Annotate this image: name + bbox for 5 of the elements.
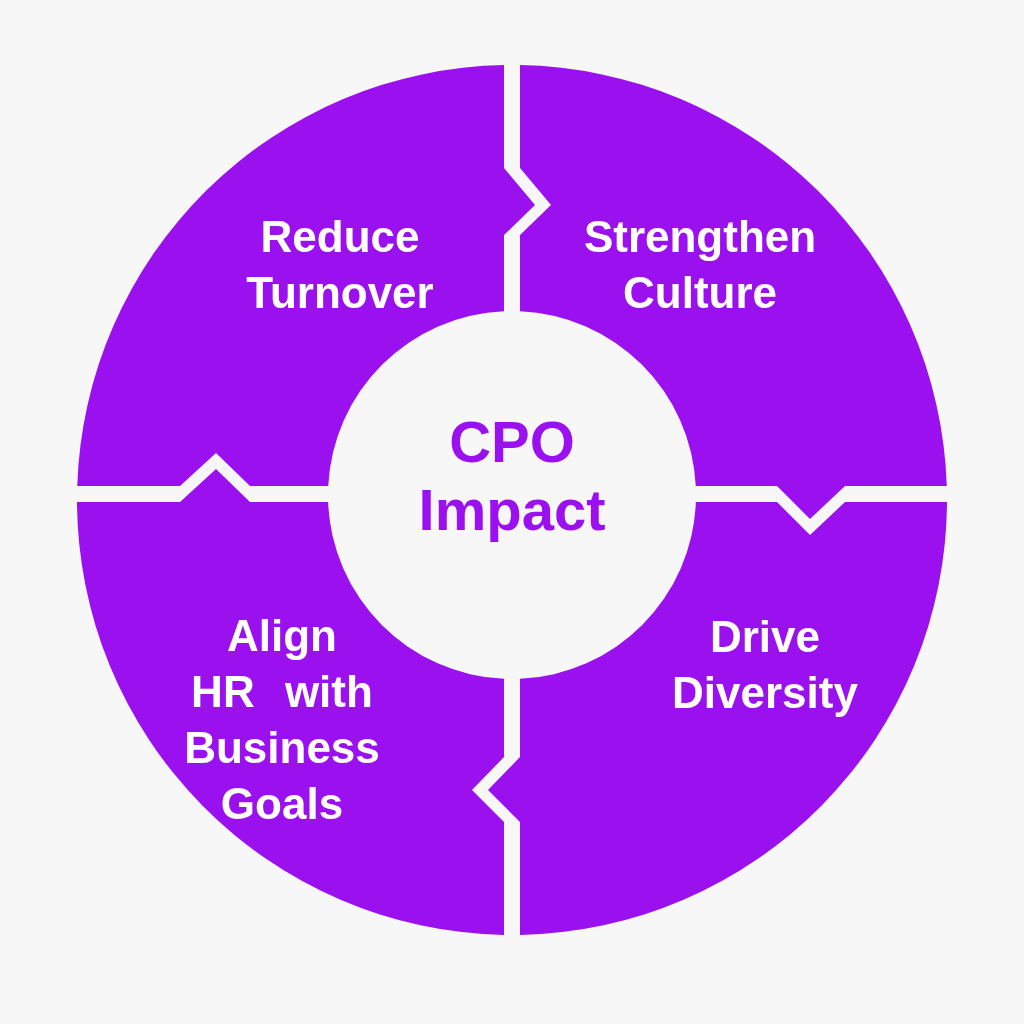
segment-label: Drive Diversity	[671, 611, 859, 719]
segment-label: Strengthen Culture	[582, 211, 818, 319]
segment-label: Align HR with Business Goals	[183, 610, 381, 830]
segment-label: Reduce Turnover	[245, 211, 435, 319]
hub-label: CPO Impact	[417, 407, 607, 544]
